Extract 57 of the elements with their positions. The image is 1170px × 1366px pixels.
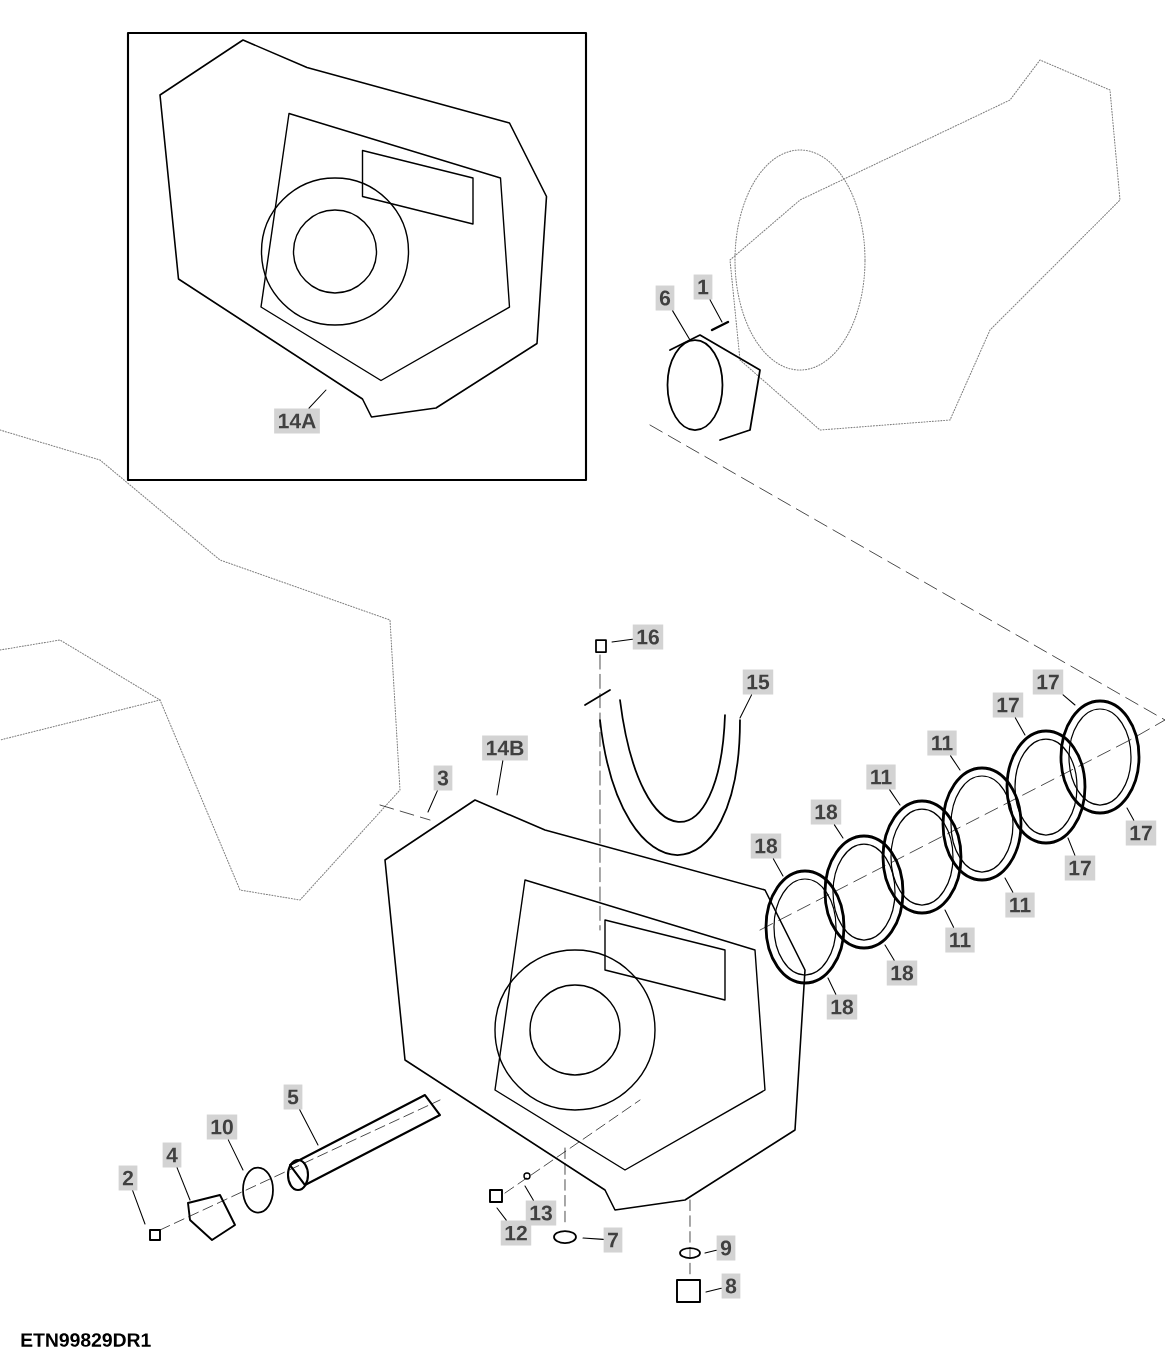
leader-line — [705, 1287, 722, 1293]
callout-number: 18 — [750, 833, 782, 859]
leader-line — [704, 1249, 717, 1254]
leader-line — [299, 1109, 319, 1146]
callout-number: 11 — [1005, 892, 1035, 918]
callout-number: 1 — [693, 274, 713, 300]
callout-number: 17 — [1032, 669, 1064, 695]
leader-line — [833, 824, 844, 839]
callout-number: 5 — [283, 1084, 303, 1110]
leader-line — [1126, 807, 1135, 821]
leader-line — [889, 789, 901, 806]
callout-number: 14A — [274, 408, 320, 434]
leader-line — [496, 760, 504, 796]
callout-number: 11 — [945, 927, 975, 953]
leader-line — [1014, 717, 1026, 736]
callout-number: 18 — [826, 994, 858, 1020]
leader-line — [739, 694, 753, 719]
leader-line — [524, 1185, 534, 1201]
callout-number: 13 — [525, 1200, 557, 1226]
figure-code: ETN99829DR1 — [21, 1333, 151, 1347]
leader-line — [1067, 837, 1076, 856]
callout-number: 14B — [482, 735, 528, 761]
callout-number: 10 — [206, 1114, 238, 1140]
callout-number: 16 — [632, 624, 664, 650]
leader-line — [672, 310, 691, 341]
callout-number: 11 — [866, 764, 896, 790]
leader-line — [944, 909, 955, 928]
callout-number: 11 — [927, 730, 957, 756]
leader-line — [827, 977, 837, 995]
callout-number: 18 — [886, 960, 918, 986]
leader-line — [227, 1139, 244, 1171]
callout-number: 15 — [742, 669, 774, 695]
callout-number: 8 — [721, 1273, 741, 1299]
leader-line — [611, 638, 633, 643]
leader-line — [308, 389, 327, 409]
callout-number: 17 — [1064, 855, 1096, 881]
leader-line — [772, 858, 784, 877]
callout-number: 7 — [603, 1227, 623, 1253]
leader-line — [884, 944, 895, 961]
leader-line — [1062, 694, 1076, 706]
leader-line — [427, 790, 438, 813]
leader-line — [1004, 877, 1014, 893]
callout-number: 9 — [716, 1235, 736, 1261]
callout-number: 4 — [162, 1142, 182, 1168]
callout-number: 18 — [810, 799, 842, 825]
leader-line — [950, 755, 961, 771]
callout-number: 3 — [433, 765, 453, 791]
leader-line — [582, 1237, 604, 1240]
leader-line — [176, 1167, 191, 1201]
leader-line — [496, 1207, 507, 1221]
leader-line — [709, 299, 723, 323]
callout-number: 2 — [118, 1165, 138, 1191]
callout-number: 17 — [1125, 820, 1157, 846]
callout-number: 17 — [992, 692, 1024, 718]
callout-number: 6 — [655, 285, 675, 311]
callout-number: 12 — [500, 1220, 532, 1246]
leader-line — [132, 1190, 146, 1225]
